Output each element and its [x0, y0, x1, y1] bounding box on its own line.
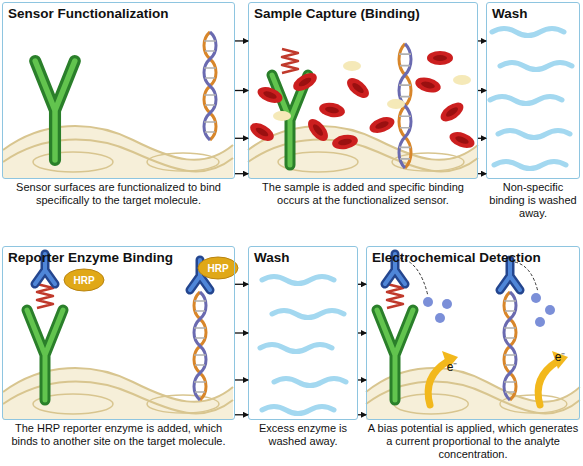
plasma-particle: [453, 75, 471, 85]
blood-cell: [318, 101, 346, 119]
dna-probe: [204, 32, 216, 140]
step-caption: Sensor surfaces are functionalized to bi…: [3, 181, 234, 207]
flow-arrow: [235, 284, 248, 285]
substrate-dot: [442, 299, 452, 309]
blood-cell: [290, 69, 320, 94]
flow-arrow: [478, 173, 486, 174]
antibody: [35, 61, 75, 160]
flow-arrow: [235, 90, 248, 91]
wash-wave: [260, 345, 332, 352]
wash-wave: [274, 379, 346, 386]
flow-arrow: [478, 40, 486, 41]
electrode: [3, 126, 233, 178]
blood-cell: [344, 74, 373, 101]
wash-wave: [492, 29, 564, 36]
step-title: Sensor Functionalization: [8, 6, 169, 21]
electron-label: e⁻: [447, 358, 458, 375]
wash-wave: [272, 311, 344, 318]
blood-cell: [437, 99, 466, 125]
flow-arrow: [235, 173, 248, 174]
target-protein: [282, 49, 298, 73]
plasma-particle: [343, 61, 361, 71]
dna-probe: [504, 292, 516, 400]
substrate-dot: [545, 305, 555, 315]
plasma-particle: [273, 111, 291, 121]
target-protein: [387, 284, 403, 308]
electron-arrow: [428, 351, 458, 405]
electron-label: e⁻: [555, 348, 566, 365]
step-panel: Reporter Enzyme BindingThe HRP reporter …: [2, 246, 235, 420]
wash-wave: [490, 97, 562, 104]
antibody: [377, 310, 413, 400]
blood-cell: [255, 84, 284, 106]
blood-cell: [367, 114, 396, 136]
substrate-dot: [423, 297, 433, 307]
hrp-enzyme: [198, 257, 238, 279]
wash-wave: [494, 162, 566, 169]
blood-cell: [331, 133, 359, 151]
electrode: [248, 126, 478, 178]
dna-probe: [194, 292, 206, 400]
flow-arrow: [358, 332, 366, 333]
blood-cell: [427, 51, 453, 65]
step-panel: WashExcess enzyme is washed away.: [248, 246, 358, 420]
enzyme-label: HRP: [73, 275, 94, 286]
blood-cell: [414, 75, 443, 95]
antibody: [27, 310, 63, 400]
flow-arrow: [235, 332, 248, 333]
step-caption: The HRP reporter enzyme is added, which …: [3, 422, 234, 448]
substrate-dot: [531, 293, 541, 303]
step-panel: Sensor FunctionalizationSensor surfaces …: [2, 2, 235, 179]
step-panel: WashNon-specific binding is washed away.: [486, 2, 580, 179]
blood-cell: [304, 116, 331, 145]
flow-arrow: [235, 379, 248, 380]
hrp-enzyme: [64, 269, 104, 291]
step-panel: Sample Capture (Binding)The sample is ad…: [248, 2, 478, 179]
step-title: Reporter Enzyme Binding: [8, 250, 173, 265]
substrate-dot: [535, 317, 545, 327]
flow-arrow: [358, 379, 366, 380]
wash-wave: [262, 407, 334, 414]
flow-arrow: [478, 90, 486, 91]
flow-arrow: [478, 138, 486, 139]
step-title: Electrochemical Detection: [372, 250, 541, 265]
step-caption: The sample is added and specific binding…: [249, 181, 477, 207]
plasma-particle: [387, 99, 405, 109]
flow-arrow: [358, 284, 366, 285]
wash-wave: [500, 63, 572, 70]
flow-arrow: [358, 414, 366, 415]
enzyme-label: HRP: [207, 263, 228, 274]
flow-arrow: [235, 414, 248, 415]
step-caption: Non-specific binding is washed away.: [487, 181, 579, 220]
wash-wave: [262, 277, 334, 284]
step-title: Wash: [492, 6, 528, 21]
substrate-dot: [435, 313, 445, 323]
step-panel: Electrochemical DetectionA bias potentia…: [366, 246, 580, 420]
reaction-leader: [515, 262, 538, 292]
step-caption: Excess enzyme is washed away.: [249, 422, 357, 448]
blood-cell: [247, 119, 277, 144]
blood-cell: [447, 129, 476, 151]
flow-arrow: [235, 40, 248, 41]
target-protein: [37, 284, 53, 308]
step-title: Wash: [254, 250, 290, 265]
wash-wave: [498, 131, 570, 138]
flow-arrow: [235, 138, 248, 139]
step-caption: A bias potential is applied, which gener…: [367, 422, 579, 461]
step-title: Sample Capture (Binding): [254, 6, 420, 21]
